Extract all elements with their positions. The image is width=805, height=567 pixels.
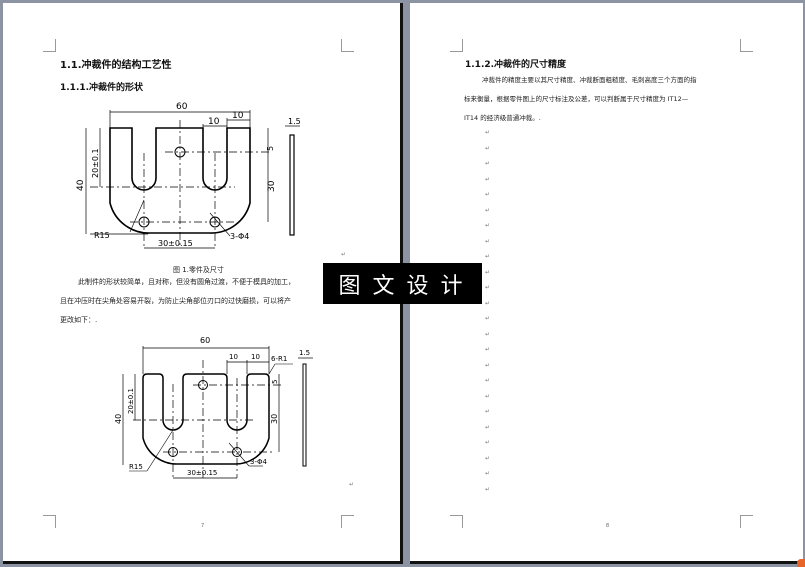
dim-radius: R15 xyxy=(94,231,110,240)
dim-hole-spacing: 30±0.15 xyxy=(187,469,217,477)
dim-top-hole: 5 xyxy=(271,380,279,384)
paragraph-mark: ↵ xyxy=(341,251,347,258)
dim-top-hole: 5 xyxy=(266,146,275,151)
body-paragraph-precision: 冲裁件的精度主要以其尺寸精度、冲裁断面粗糙度、毛刺高度三个方面的指 标来衡量，根… xyxy=(464,71,764,128)
dim-height-total: 40 xyxy=(76,179,86,191)
dim-slot-width: 10 xyxy=(208,117,220,127)
watermark-label: 图文设计 xyxy=(323,263,482,304)
dim-hole-spacing: 30±0.15 xyxy=(158,239,193,248)
heading-section-1-1-2: 1.1.2.冲裁件的尺寸精度 xyxy=(465,60,567,70)
heading-section-1-1-1: 1.1.1.冲裁件的形状 xyxy=(60,83,144,93)
paragraph-mark: ↵ xyxy=(485,485,491,493)
dim-right-height: 30 xyxy=(270,414,279,424)
dim-holes: 3-Φ4 xyxy=(250,458,267,466)
dim-slot-depth: 20±0.1 xyxy=(91,148,100,178)
margin-corner-top-left xyxy=(43,39,56,52)
page-number: 8 xyxy=(606,523,610,529)
margin-corner-bottom-left xyxy=(450,515,463,528)
paragraph-mark: ↵ xyxy=(485,470,491,477)
page-right: 1.1.2.冲裁件的尺寸精度 冲裁件的精度主要以其尺寸精度、冲裁断面粗糙度、毛刺… xyxy=(410,3,803,564)
dim-thickness: 1.5 xyxy=(299,349,310,357)
figure-1-part-drawing: 60 10 10 1.5 R15 30±0.15 3-Φ4 40 20±0.1 … xyxy=(76,102,301,249)
paragraph-line: IT14 的经济级普通冲裁。. xyxy=(464,114,541,122)
page-number: 7 xyxy=(201,523,205,529)
paragraph-mark: ↵ xyxy=(485,299,491,307)
dim-slot-depth: 20±0.1 xyxy=(127,388,135,414)
dim-right-height: 30 xyxy=(267,180,277,192)
paragraph-mark: ↵ xyxy=(485,144,491,152)
paragraph-mark: ↵ xyxy=(485,346,491,353)
dim-corner-radius: 6-R1 xyxy=(271,355,287,363)
margin-corner-bottom-left xyxy=(43,515,56,528)
paragraph-line: 此制件的形状较简单，且对称，但没有圆角过渡，不便于模具的加工， xyxy=(78,278,295,286)
dim-slot-offset: 10 xyxy=(251,353,260,361)
paragraph-mark: ↵ xyxy=(485,222,491,229)
figure-1-caption: 图 1.零件及尺寸 xyxy=(173,266,224,274)
paragraph-mark: ↵ xyxy=(485,160,491,167)
paragraph-mark: ↵ xyxy=(485,191,491,198)
body-paragraph-shape: 此制件的形状较简单，且对称，但没有圆角过渡，不便于模具的加工， 且在冲压时在尖角… xyxy=(60,273,390,330)
paragraph-mark: ↵ xyxy=(485,423,491,431)
paragraph-mark: ↵ xyxy=(485,129,491,136)
margin-corner-top-right xyxy=(341,39,354,52)
paragraph-mark: ↵ xyxy=(485,377,491,384)
paragraph-mark: ↵ xyxy=(485,454,491,462)
dim-thickness: 1.5 xyxy=(288,117,301,126)
paragraph-mark: ↵ xyxy=(485,439,491,446)
paragraph-mark: ↵ xyxy=(485,268,491,276)
paragraph-mark: ↵ xyxy=(485,361,491,369)
paragraph-line: 标来衡量，根据零件图上的尺寸标注及公差，可以判断属于尺寸精度为 IT12— xyxy=(464,95,689,103)
dim-width: 60 xyxy=(200,336,210,345)
dim-radius: R15 xyxy=(129,463,143,471)
paragraph-mark: ↵ xyxy=(349,481,355,488)
paragraph-mark: ↵ xyxy=(485,253,491,260)
figure-2-modified-part-drawing: 60 10 10 6-R1 1.5 R15 30±0.15 3-Φ4 40 20… xyxy=(114,336,313,479)
dim-slot-width: 10 xyxy=(229,353,238,361)
paragraph-line: 更改如下：. xyxy=(60,316,98,324)
margin-corner-bottom-right xyxy=(740,515,753,528)
paragraph-line: 冲裁件的精度主要以其尺寸精度、冲裁断面粗糙度、毛刺高度三个方面的指 xyxy=(482,76,697,84)
paragraph-mark: ↵ xyxy=(485,408,491,415)
dim-slot-offset: 10 xyxy=(232,111,244,121)
paragraph-mark: ↵ xyxy=(485,206,491,214)
paragraph-mark: ↵ xyxy=(485,330,491,338)
paragraph-line: 且在冲压时在尖角处容易开裂，为防止尖角部位刃口的过快磨损，可以将产 xyxy=(60,297,291,305)
dim-height-total: 40 xyxy=(114,414,123,424)
paragraph-mark: ↵ xyxy=(485,284,491,291)
heading-section-1-1: 1.1.冲裁件的结构工艺性 xyxy=(60,60,172,71)
margin-corner-top-left xyxy=(450,39,463,52)
dim-width: 60 xyxy=(176,102,188,112)
resize-grip-icon[interactable] xyxy=(797,559,805,567)
paragraph-mark: ↵ xyxy=(485,175,491,183)
dim-holes: 3-Φ4 xyxy=(230,232,249,241)
paragraph-mark: ↵ xyxy=(485,237,491,245)
margin-corner-bottom-right xyxy=(341,515,354,528)
paragraph-mark: ↵ xyxy=(485,392,491,400)
paragraph-mark: ↵ xyxy=(485,315,491,322)
margin-corner-top-right xyxy=(740,39,753,52)
